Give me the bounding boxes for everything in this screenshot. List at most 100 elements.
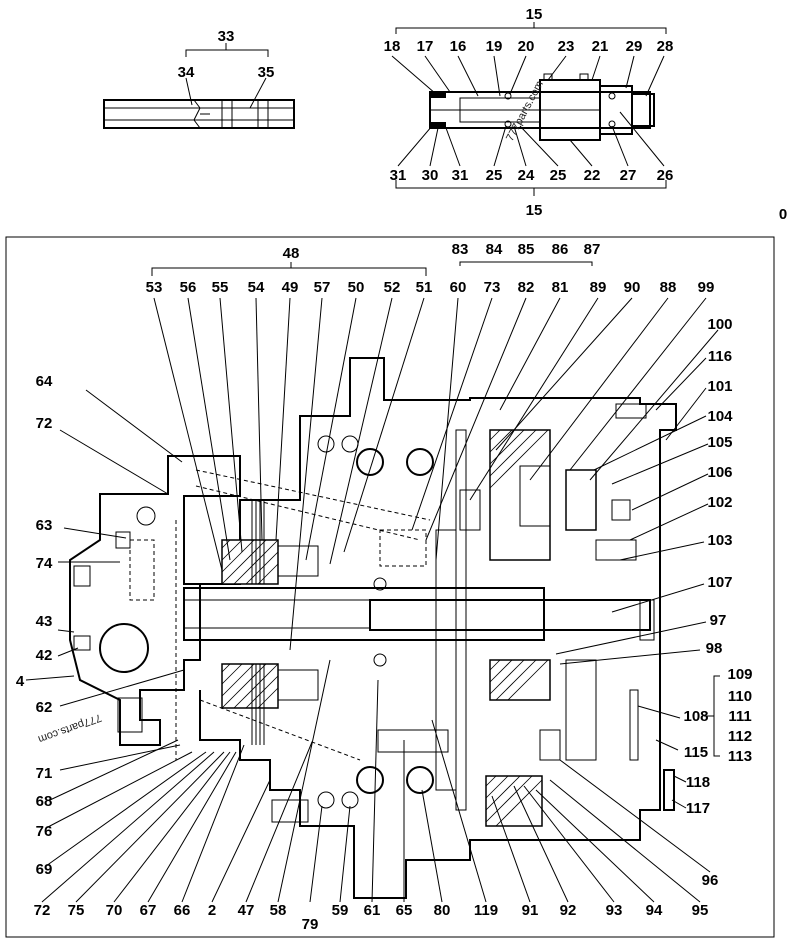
label-98: 98 — [706, 640, 723, 657]
label-61: 61 — [364, 902, 381, 919]
label-48: 48 — [283, 245, 300, 262]
label-75: 75 — [68, 902, 85, 919]
label-15-bottom: 15 — [526, 202, 543, 219]
subassembly-33-drawing — [103, 43, 295, 129]
label-80: 80 — [434, 902, 451, 919]
label-24: 24 — [518, 167, 535, 184]
label-104: 104 — [707, 408, 733, 425]
label-87: 87 — [584, 241, 601, 258]
label-34: 34 — [178, 64, 195, 81]
label-116: 116 — [708, 348, 732, 365]
label-58: 58 — [270, 902, 287, 919]
label-64: 64 — [36, 373, 53, 390]
label-29: 29 — [626, 38, 643, 55]
label-19: 19 — [486, 38, 503, 55]
label-117: 117 — [686, 800, 710, 817]
label-79: 79 — [302, 916, 319, 933]
label-108: 108 — [683, 708, 708, 725]
label-118: 118 — [686, 774, 710, 791]
label-115: 115 — [684, 744, 708, 761]
label-67: 67 — [140, 902, 157, 919]
label-85: 85 — [518, 241, 535, 258]
label-90: 90 — [624, 279, 641, 296]
label-56: 56 — [180, 279, 197, 296]
label-84: 84 — [486, 241, 503, 258]
label-73: 73 — [484, 279, 501, 296]
label-0: 0 — [779, 206, 787, 223]
label-26: 26 — [657, 167, 674, 184]
main-assembly-frame — [5, 236, 775, 938]
watermark-bottom-left: 777parts.com — [36, 711, 103, 745]
label-105: 105 — [707, 434, 732, 451]
label-63: 63 — [36, 517, 53, 534]
label-27: 27 — [620, 167, 637, 184]
label-94: 94 — [646, 902, 663, 919]
label-62: 62 — [36, 699, 53, 716]
label-30: 30 — [422, 167, 439, 184]
label-43: 43 — [36, 613, 53, 630]
label-28: 28 — [657, 38, 674, 55]
label-16: 16 — [450, 38, 467, 55]
label-31-b: 31 — [452, 167, 469, 184]
label-109: 109 — [727, 666, 752, 683]
label-49: 49 — [282, 279, 299, 296]
label-25-a: 25 — [486, 167, 503, 184]
label-33: 33 — [218, 28, 235, 45]
label-69: 69 — [36, 861, 53, 878]
label-110: 110 — [728, 688, 752, 705]
label-47: 47 — [238, 902, 255, 919]
label-59: 59 — [332, 902, 349, 919]
label-68: 68 — [36, 793, 53, 810]
label-23: 23 — [558, 38, 575, 55]
label-21: 21 — [592, 38, 609, 55]
label-88: 88 — [660, 279, 677, 296]
label-72-bottom: 72 — [34, 902, 51, 919]
label-92: 92 — [560, 902, 577, 919]
label-111: 111 — [728, 708, 751, 725]
label-119: 119 — [474, 902, 498, 919]
label-106: 106 — [707, 464, 732, 481]
subassembly-15-drawing — [391, 22, 667, 196]
label-17: 17 — [417, 38, 434, 55]
label-18: 18 — [384, 38, 401, 55]
label-66: 66 — [174, 902, 191, 919]
label-113: 113 — [728, 748, 752, 765]
label-50: 50 — [348, 279, 365, 296]
label-83: 83 — [452, 241, 469, 258]
label-102: 102 — [707, 494, 732, 511]
label-31-a: 31 — [390, 167, 407, 184]
label-74: 74 — [36, 555, 53, 572]
label-82: 82 — [518, 279, 535, 296]
label-103: 103 — [707, 532, 732, 549]
label-4: 4 — [16, 673, 25, 690]
label-42: 42 — [36, 647, 53, 664]
label-15-top: 15 — [526, 6, 543, 23]
label-112: 112 — [728, 728, 752, 745]
label-93: 93 — [606, 902, 623, 919]
label-89: 89 — [590, 279, 607, 296]
label-51: 51 — [416, 279, 433, 296]
label-86: 86 — [552, 241, 569, 258]
label-101: 101 — [707, 378, 732, 395]
label-20: 20 — [518, 38, 535, 55]
label-97: 97 — [710, 612, 727, 629]
label-35: 35 — [258, 64, 275, 81]
label-22: 22 — [584, 167, 601, 184]
label-60: 60 — [450, 279, 467, 296]
label-99: 99 — [698, 279, 715, 296]
label-95: 95 — [692, 902, 709, 919]
label-54: 54 — [248, 279, 265, 296]
label-53: 53 — [146, 279, 163, 296]
label-76: 76 — [36, 823, 53, 840]
label-100: 100 — [707, 316, 732, 333]
label-72-top: 72 — [36, 415, 53, 432]
label-25-b: 25 — [550, 167, 567, 184]
label-71: 71 — [36, 765, 53, 782]
label-2: 2 — [208, 902, 216, 919]
label-57: 57 — [314, 279, 331, 296]
label-52: 52 — [384, 279, 401, 296]
label-96: 96 — [702, 872, 719, 889]
label-81: 81 — [552, 279, 569, 296]
label-107: 107 — [707, 574, 732, 591]
